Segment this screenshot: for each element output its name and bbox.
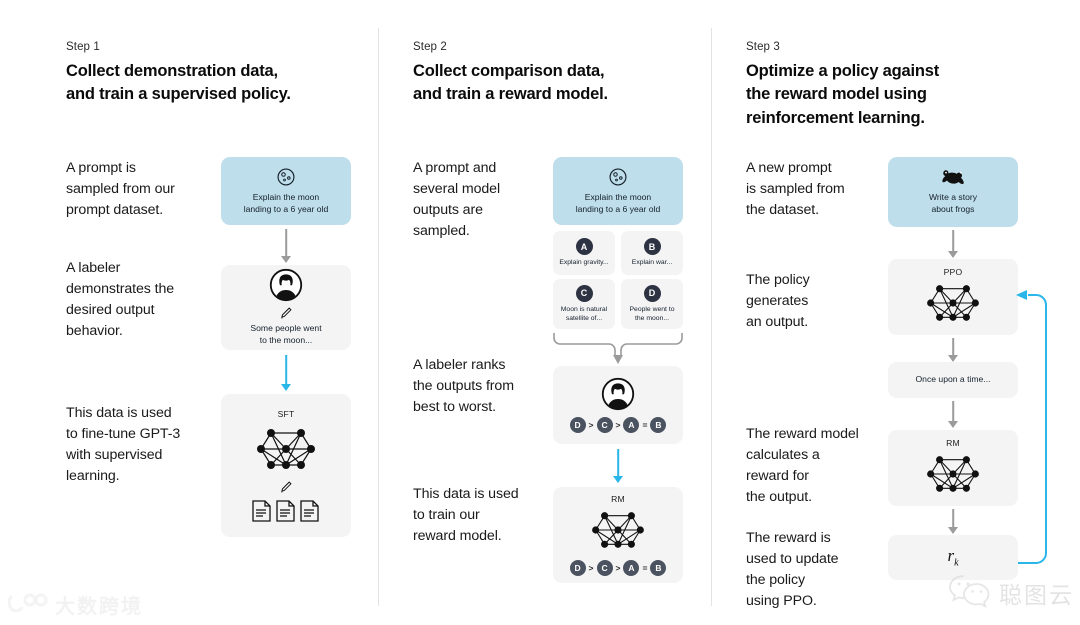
frog-icon [940, 168, 966, 186]
step-3-label: Step 3 [746, 41, 780, 53]
output-text-b: Explain war... [631, 259, 673, 267]
rank-op: > [615, 563, 621, 573]
step-3-output-card[interactable]: Once upon a time... [888, 362, 1018, 398]
step-1-sft-label: SFT [277, 408, 295, 419]
rank-chip: C [596, 560, 613, 576]
rank-chip: D [569, 560, 586, 576]
rank-chip: D [569, 417, 586, 433]
step-1-arrow-2 [263, 355, 309, 391]
step-2-rm-card[interactable]: RM D > C > A = [553, 487, 683, 583]
step-1-sft-card[interactable]: SFT [221, 394, 351, 537]
rank-chip: A [623, 417, 640, 433]
step-2-prompt-card[interactable]: Explain the moon landing to a 6 year old [553, 157, 683, 225]
step-2-title: Collect comparison data, and train a rew… [413, 62, 608, 104]
step-3-paragraph-4: The reward is used to update the policy … [746, 530, 839, 609]
step-3-ppo-card[interactable]: PPO [888, 259, 1018, 335]
person-icon [601, 377, 635, 411]
output-text-c: Moon is natural satellite of... [560, 305, 608, 322]
step-1-label: Step 1 [66, 41, 100, 53]
output-letter-d: D [643, 284, 661, 302]
step-1-prompt-text: Explain the moon landing to a 6 year old [243, 191, 329, 214]
pencil-icon [279, 306, 293, 320]
step-2-output-c[interactable]: C Moon is natural satellite of... [553, 279, 615, 329]
step-2-paragraph-3: This data is used to train our reward mo… [413, 486, 519, 544]
output-letter-b: B [643, 238, 661, 256]
step-1-labeler-card[interactable]: Some people went to the moon... [221, 265, 351, 350]
step-2-prompt-text: Explain the moon landing to a 6 year old [575, 191, 661, 214]
column-step-3: Step 3 Optimize a policy against the rew… [728, 0, 1068, 625]
rank-op: > [588, 420, 594, 430]
rank-op: = [642, 420, 648, 430]
output-letter-c: C [575, 284, 593, 302]
step-3-rm-label: RM [946, 437, 960, 448]
step-2-labeler-card[interactable]: D > C > A = B [553, 366, 683, 444]
rank-op: > [588, 563, 594, 573]
step-3-arrow-4 [930, 509, 976, 534]
step-1-arrow-1 [263, 229, 309, 263]
step-1-paragraph-1: A prompt is sampled from our prompt data… [66, 160, 175, 218]
column-divider-2 [711, 28, 712, 606]
moon-icon [276, 167, 296, 187]
step-3-paragraph-1: A new prompt is sampled from the dataset… [746, 160, 845, 218]
step-3-paragraph-2: The policy generates an output. [746, 272, 810, 330]
step-1-paragraph-3: This data is used to fine-tune GPT-3 wit… [66, 405, 181, 484]
rank-op: > [615, 420, 621, 430]
reward-symbol: rk [947, 546, 959, 569]
step-1-prompt-card[interactable]: Explain the moon landing to a 6 year old [221, 157, 351, 225]
step-3-rm-card[interactable]: RM [888, 430, 1018, 506]
step-2-merge-bracket [551, 331, 685, 365]
moon-icon [608, 167, 628, 187]
rank-op: = [642, 563, 648, 573]
step-2-output-a[interactable]: A Explain gravity... [553, 231, 615, 275]
step-2-output-b[interactable]: B Explain war... [621, 231, 683, 275]
step-2-arrow-blue [595, 449, 641, 483]
step-2-rm-ranking: D > C > A = B [569, 560, 667, 576]
step-2-paragraph-1: A prompt and several model outputs are s… [413, 160, 501, 239]
step-2-output-d[interactable]: D People went to the moon... [621, 279, 683, 329]
output-letter-a: A [575, 238, 593, 256]
neural-network-icon [925, 278, 981, 328]
step-3-prompt-text: Write a story about frogs [928, 192, 978, 214]
output-text-d: People went to the moon... [629, 305, 675, 322]
neural-network-icon [255, 421, 317, 477]
step-1-paragraph-2: A labeler demonstrates the desired outpu… [66, 260, 175, 339]
column-divider-1 [378, 28, 379, 606]
neural-network-icon [590, 505, 646, 555]
step-2-rm-label: RM [611, 494, 625, 504]
output-text-a: Explain gravity... [559, 259, 609, 267]
column-step-1: Step 1 Collect demonstration data, and t… [48, 0, 378, 625]
rank-chip: C [596, 417, 613, 433]
step-3-paragraph-3: The reward model calculates a reward for… [746, 426, 859, 505]
rank-chip: B [650, 560, 667, 576]
step-1-labeler-text: Some people went to the moon... [250, 323, 322, 345]
logo-100-icon [7, 590, 48, 619]
step-3-ppo-label: PPO [943, 266, 963, 277]
step-2-paragraph-2: A labeler ranks the outputs from best to… [413, 357, 514, 415]
step-3-prompt-card[interactable]: Write a story about frogs [888, 157, 1018, 227]
documents-icon [251, 499, 321, 523]
rank-chip: B [650, 417, 667, 433]
step-3-output-text: Once upon a time... [915, 374, 991, 385]
step-2-label: Step 2 [413, 41, 447, 53]
pencil-icon [279, 480, 293, 494]
step-3-arrow-3 [930, 401, 976, 428]
step-3-arrow-1 [930, 230, 976, 258]
person-icon [269, 268, 303, 302]
step-3-title: Optimize a policy against the reward mod… [746, 62, 940, 127]
step-1-title: Collect demonstration data, and train a … [66, 62, 291, 104]
feedback-loop-arrow [1014, 285, 1080, 570]
column-step-2: Step 2 Collect comparison data, and trai… [395, 0, 725, 625]
rank-chip: A [623, 560, 640, 576]
step-3-reward-card[interactable]: rk [888, 535, 1018, 580]
step-3-arrow-2 [930, 338, 976, 362]
step-2-labeler-ranking: D > C > A = B [569, 417, 667, 433]
neural-network-icon [925, 449, 981, 499]
